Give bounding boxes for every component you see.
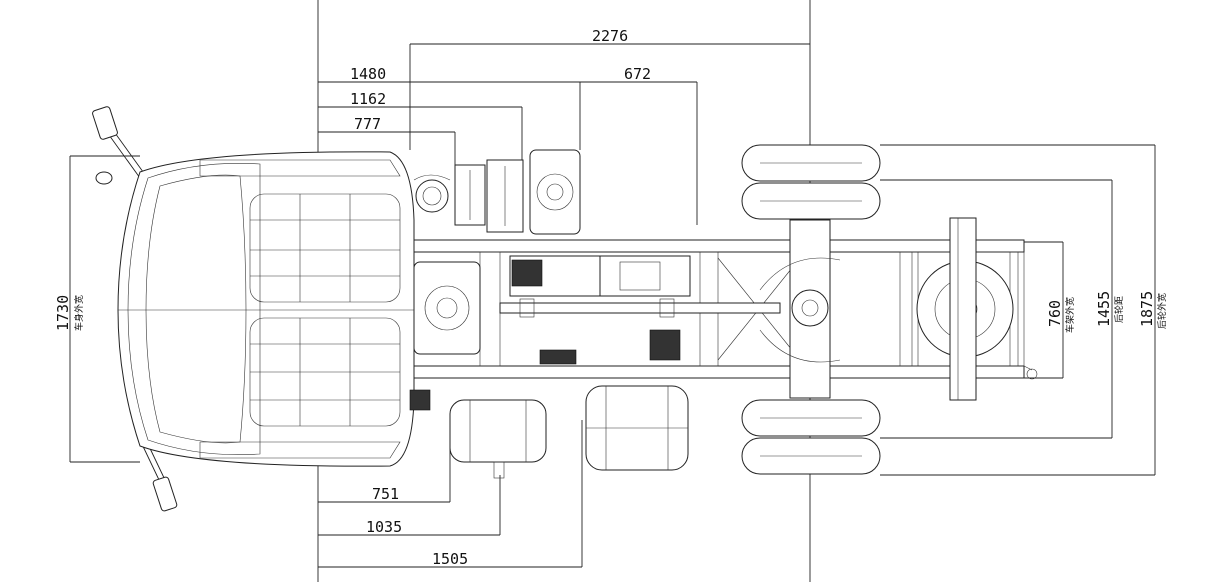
left-mirror bbox=[92, 106, 147, 185]
rear-tyres-right bbox=[741, 399, 881, 475]
battery-pack-front bbox=[454, 159, 524, 233]
spare-wheel bbox=[911, 217, 1019, 401]
dim-672: 672 bbox=[624, 65, 651, 83]
tow-hook bbox=[1023, 365, 1038, 380]
dim-1162: 1162 bbox=[350, 90, 386, 108]
dark-components bbox=[409, 259, 681, 411]
dim-1730: 1730 bbox=[54, 295, 72, 331]
dim-1875-group: 1875 bbox=[1138, 291, 1156, 327]
top-dimension-lines bbox=[318, 43, 810, 225]
dim-1875-label: 后轮外宽 bbox=[1156, 293, 1168, 329]
dim-1730-label: 车身外宽 bbox=[73, 295, 85, 331]
dim-760: 760 bbox=[1046, 300, 1064, 327]
dim-2276: 2276 bbox=[592, 27, 628, 45]
dim-760-label: 车架外宽 bbox=[1064, 297, 1076, 333]
fuel-tank-small bbox=[449, 399, 547, 479]
dim-1480: 1480 bbox=[350, 65, 386, 83]
dim-777: 777 bbox=[354, 115, 381, 133]
driveshaft bbox=[499, 298, 781, 318]
vertical-dimension-lines bbox=[69, 144, 1156, 476]
dim-760-group: 760 bbox=[1046, 300, 1064, 327]
air-compressor bbox=[529, 149, 581, 235]
dim-1875-label-group: 后轮外宽 bbox=[1156, 293, 1168, 329]
cab bbox=[117, 151, 415, 467]
fuel-tank-large bbox=[585, 385, 689, 471]
dim-760-label-group: 车架外宽 bbox=[1064, 297, 1076, 333]
rear-tyres-left bbox=[741, 144, 881, 220]
dim-1730-group: 1730 bbox=[54, 295, 72, 331]
dim-1455-label-group: 后轮距 bbox=[1113, 296, 1125, 323]
dim-1505: 1505 bbox=[432, 550, 468, 568]
engine-transmission bbox=[413, 255, 691, 355]
chassis-frame bbox=[413, 239, 1025, 379]
intake-pipe bbox=[413, 174, 451, 213]
dim-1455-group: 1455 bbox=[1095, 291, 1113, 327]
dim-1455: 1455 bbox=[1095, 291, 1113, 327]
dim-1875: 1875 bbox=[1138, 291, 1156, 327]
dim-1730-label-group: 车身外宽 bbox=[73, 295, 85, 331]
rear-axle bbox=[759, 219, 841, 399]
dim-1035: 1035 bbox=[366, 518, 402, 536]
dim-751: 751 bbox=[372, 485, 399, 503]
dim-1455-label: 后轮距 bbox=[1113, 296, 1125, 323]
bottom-dimension-lines bbox=[318, 420, 583, 568]
